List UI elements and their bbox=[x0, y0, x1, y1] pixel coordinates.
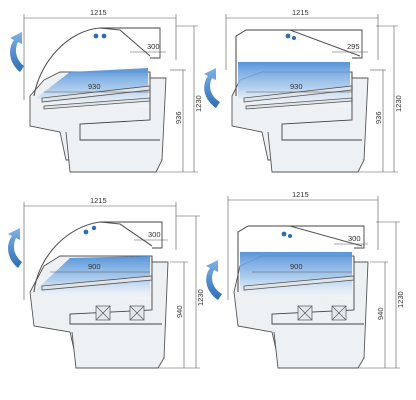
curved-glass bbox=[33, 221, 153, 293]
rear-compartment bbox=[281, 72, 362, 141]
depth-dimension: 940 bbox=[370, 261, 388, 368]
depth-dimension: 936 bbox=[170, 69, 186, 172]
depth-dimension: 936 bbox=[370, 69, 386, 172]
depth-label: 940 bbox=[376, 307, 385, 320]
curved-arrow-icon bbox=[8, 228, 22, 268]
inner-width-label: 930 bbox=[290, 82, 303, 91]
inner-width-label: 930 bbox=[88, 82, 101, 91]
panel-top-right: 1215 1230 936 295 930 bbox=[204, 8, 403, 173]
panel-bottom-right: 1215 1230 940 300 900 bbox=[206, 190, 405, 369]
curved-arrow-icon bbox=[10, 32, 24, 72]
crate-icon bbox=[297, 305, 313, 321]
curved-arrow-icon bbox=[206, 260, 222, 300]
inner-width-label: 900 bbox=[290, 262, 303, 271]
width-dimension: 1215 bbox=[23, 8, 177, 100]
panel-top-left: 1215 1230 936 300 930 bbox=[10, 8, 203, 173]
depth-label: 936 bbox=[374, 111, 383, 124]
panel-bottom-left: 1215 1230 940 300 900 bbox=[8, 196, 205, 369]
fan-icon bbox=[285, 33, 296, 40]
cabinet-base bbox=[71, 331, 165, 369]
shelf-width-label: 300 bbox=[348, 234, 361, 243]
curved-glass bbox=[33, 27, 151, 97]
top-canopy bbox=[246, 29, 363, 59]
cold-zone bbox=[240, 252, 352, 300]
crate-icon bbox=[95, 305, 111, 321]
shelf-width-label: 295 bbox=[347, 42, 360, 51]
rear-compartment bbox=[79, 72, 160, 141]
depth-dimension: 940 bbox=[170, 261, 188, 368]
height-label: 1230 bbox=[394, 95, 403, 112]
inner-width-label: 900 bbox=[88, 262, 101, 271]
cabinet-base bbox=[65, 131, 163, 173]
fan-icon bbox=[83, 225, 97, 235]
crate-icon bbox=[129, 305, 145, 321]
width-label: 1215 bbox=[292, 8, 309, 17]
fan-icon bbox=[93, 33, 107, 39]
fan-icon bbox=[281, 231, 292, 238]
depth-label: 936 bbox=[174, 111, 183, 124]
width-dimension: 1215 bbox=[227, 190, 379, 300]
depth-label: 940 bbox=[175, 305, 184, 318]
cold-zone bbox=[36, 256, 150, 300]
width-dimension: 1215 bbox=[225, 8, 379, 70]
height-label: 1230 bbox=[196, 289, 205, 306]
crate-icon bbox=[331, 305, 347, 321]
curved-arrow-icon bbox=[204, 68, 220, 108]
shelf-width-label: 300 bbox=[148, 230, 161, 239]
rear-compartment bbox=[271, 256, 364, 325]
shelf-width-label: 300 bbox=[147, 42, 160, 51]
width-dimension: 1215 bbox=[23, 196, 177, 300]
height-label: 1230 bbox=[396, 291, 405, 308]
cabinet-base bbox=[273, 331, 365, 369]
cabinet-base bbox=[267, 131, 365, 173]
rear-compartment bbox=[69, 256, 162, 325]
width-label: 1215 bbox=[292, 190, 309, 199]
width-label: 1215 bbox=[90, 8, 107, 17]
top-canopy bbox=[100, 221, 163, 249]
top-canopy bbox=[100, 27, 161, 59]
height-label: 1230 bbox=[194, 95, 203, 112]
top-canopy bbox=[248, 225, 365, 249]
height-dimension: 1230 bbox=[150, 25, 203, 173]
width-label: 1215 bbox=[90, 196, 107, 205]
